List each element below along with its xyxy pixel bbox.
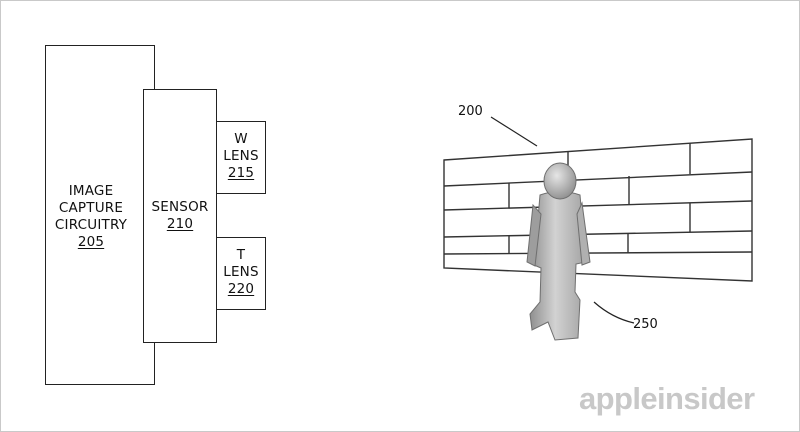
t-lens-ref: 220 — [227, 281, 255, 297]
sensor-label: SENSOR 210 — [143, 199, 217, 233]
sensor-ref: 210 — [166, 216, 194, 232]
t-lens-line1: T — [236, 247, 246, 263]
person-arm — [576, 201, 591, 266]
w-lens-line1: W — [234, 131, 248, 147]
sensor-line1: SENSOR — [151, 199, 209, 215]
brick-wall — [443, 138, 753, 282]
image-capture-circuitry-block — [45, 45, 155, 385]
wall-course-line — [443, 171, 753, 187]
image-capture-line3: CIRCUITRY — [54, 217, 128, 233]
wall-outline — [443, 138, 753, 282]
image-capture-circuitry-label: IMAGE CAPTURE CIRCUITRY 205 — [45, 183, 137, 251]
t-lens-block — [216, 237, 266, 310]
wall-course-line — [443, 251, 753, 255]
wall-course-line — [443, 200, 753, 211]
image-capture-line2: CAPTURE — [58, 200, 124, 216]
image-capture-line1: IMAGE — [68, 183, 114, 199]
wall-leader-line — [490, 116, 538, 147]
person-leader-line — [593, 301, 635, 324]
t-lens-label: T LENS 220 — [216, 247, 266, 298]
w-lens-label: W LENS 215 — [216, 131, 266, 182]
t-lens-line2: LENS — [223, 264, 259, 280]
person-ref-label: 250 — [633, 317, 658, 332]
leader-lines — [490, 116, 635, 324]
w-lens-ref: 215 — [227, 165, 255, 181]
wall-ref-label: 200 — [458, 104, 483, 119]
appleinsider-watermark: appleinsider — [579, 381, 755, 416]
person-figure — [526, 162, 591, 341]
sensor-block — [143, 89, 217, 343]
w-lens-line2: LENS — [223, 148, 259, 164]
person-head — [543, 162, 577, 200]
wall-course-line — [443, 230, 753, 238]
w-lens-block — [216, 121, 266, 194]
image-capture-ref: 205 — [77, 234, 105, 250]
person-arm — [526, 203, 542, 267]
